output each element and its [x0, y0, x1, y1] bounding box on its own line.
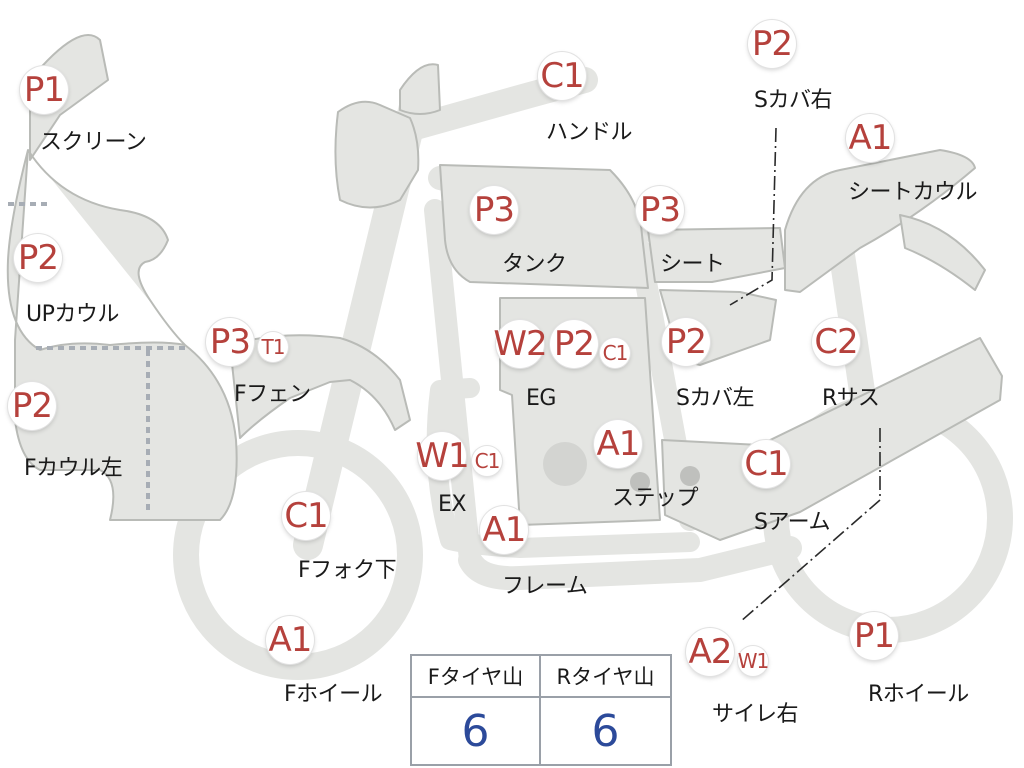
part-label: シート [660, 252, 725, 277]
swing-arm-shape [661, 337, 1003, 541]
front-cowl-shape [6, 149, 238, 521]
leader-line-silencer-right [739, 428, 881, 623]
part-label: Fホイール [284, 682, 383, 707]
frame-lower-rail [458, 536, 802, 591]
code-badge: P2 [8, 382, 56, 430]
code-badge: C2 [812, 318, 860, 366]
front-tread-header: Fタイヤ山 [412, 656, 541, 698]
leader-line-s-cover-right [729, 127, 777, 306]
rear-tread-value: 6 [591, 705, 620, 757]
code-badge: A2 [686, 628, 734, 676]
code-badge: A1 [846, 114, 894, 162]
part-label: フレーム [502, 574, 588, 599]
footpeg-left [630, 472, 650, 492]
code-badge: P1 [20, 66, 68, 114]
code-badge: C1 [472, 446, 502, 476]
footpeg-right [680, 466, 700, 486]
code-badge: P3 [470, 186, 518, 234]
code-badge: P1 [850, 612, 898, 660]
code-badge: T1 [258, 332, 288, 362]
rear-tread-header: Rタイヤ山 [541, 656, 670, 698]
code-badge: P3 [206, 318, 254, 366]
seat-shape [647, 227, 786, 283]
tire-tread-table: Fタイヤ山 Rタイヤ山 6 6 [410, 654, 672, 766]
mirror-shape [399, 63, 441, 115]
code-badge: P2 [550, 320, 598, 368]
code-badge: P2 [662, 318, 710, 366]
part-label: Fカウル左 [24, 456, 123, 481]
part-label: シートカウル [848, 180, 978, 205]
part-label: Sカバ左 [676, 386, 754, 411]
part-label: ステップ [612, 486, 699, 511]
front-wheel-shape [173, 430, 423, 680]
code-badge: A1 [480, 506, 528, 554]
part-label: タンク [502, 252, 567, 277]
code-badge: W2 [493, 320, 548, 368]
code-badge: W1 [415, 432, 470, 480]
part-label: EG [526, 386, 556, 411]
code-badge: P2 [748, 20, 796, 68]
tail-shape [899, 214, 986, 291]
part-label: EX [438, 492, 466, 517]
part-label: Rサス [822, 386, 880, 411]
part-label: Sアーム [754, 510, 831, 535]
part-label: UPカウル [26, 302, 119, 327]
code-badge: P2 [14, 234, 62, 282]
code-badge: P3 [636, 186, 684, 234]
part-label: サイレ右 [712, 702, 799, 727]
headlight-shape [334, 100, 420, 209]
code-badge: A1 [594, 420, 642, 468]
seat-cowl-shape [784, 149, 976, 293]
code-badge: C1 [282, 492, 330, 540]
part-label: ハンドル [546, 120, 633, 145]
code-badge: C1 [538, 52, 586, 100]
code-badge: A1 [266, 616, 314, 664]
code-badge: W1 [738, 646, 769, 676]
engine-cover-circle [543, 442, 587, 486]
part-label: スクリーン [40, 130, 147, 155]
front-tread-value: 6 [412, 698, 541, 764]
part-label: Rホイール [868, 682, 969, 707]
code-badge: C1 [600, 338, 630, 368]
code-badge: C1 [742, 440, 790, 488]
part-label: Fフェン [234, 382, 311, 407]
part-label: Sカバ右 [754, 88, 832, 113]
part-label: Fフォク下 [298, 558, 397, 583]
